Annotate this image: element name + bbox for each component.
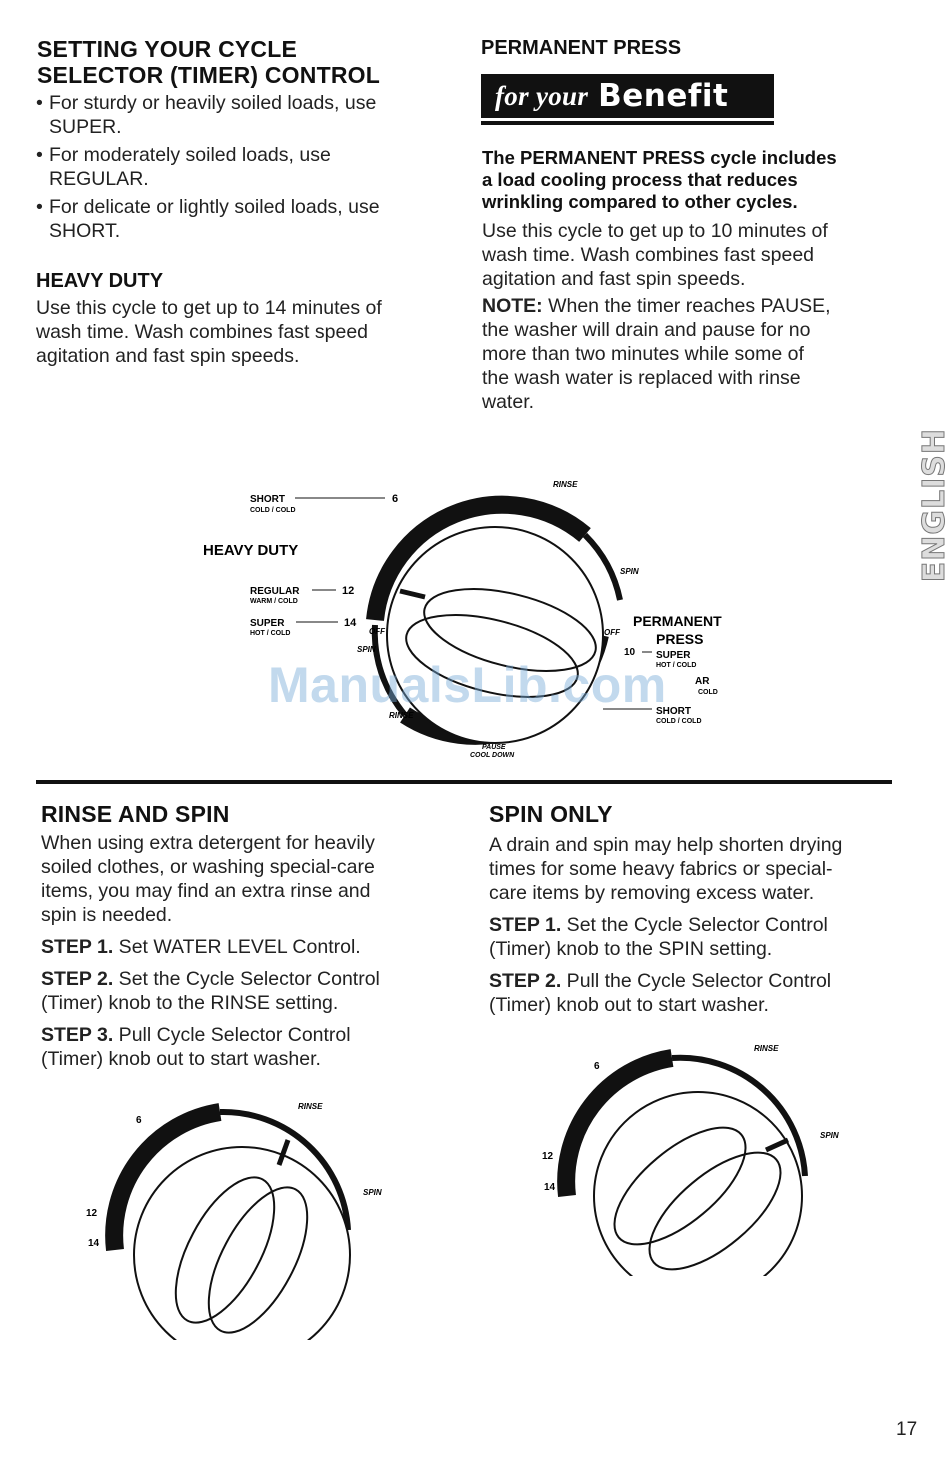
section-divider: [36, 780, 892, 784]
label-num-6: 6: [392, 493, 398, 505]
dial-arc-rinse-spin: [582, 532, 623, 601]
label-spin-left: SPIN: [357, 645, 376, 654]
label-rinse-top: RINSE: [553, 480, 578, 489]
label-short: SHORT: [250, 494, 285, 505]
rinse-step-3: STEP 3. Pull Cycle Selector Control (Tim…: [41, 1024, 351, 1070]
heavy-duty-paragraph: Use this cycle to get up to 14 minutes o…: [36, 297, 382, 367]
label-num-12: 12: [342, 585, 354, 597]
spin-label-rinse: RINSE: [754, 1044, 779, 1053]
rinse-step-2: STEP 2. Set the Cycle Selector Control (…: [41, 968, 380, 1014]
cycle-selector-section: SETTING YOUR CYCLE SELECTOR (TIMER) CONT…: [37, 36, 457, 88]
rinse-label-rinse: RINSE: [298, 1102, 323, 1111]
spin-label-6: 6: [594, 1061, 600, 1072]
rinse-dial-knob: [133, 1146, 351, 1340]
spin-dial-arc-rest: [671, 1054, 808, 1177]
rinse-knob-pointer: [276, 1139, 291, 1166]
label-num-10: 10: [624, 647, 636, 658]
label-pause: PAUSE: [482, 744, 506, 751]
dial-arc-wash: [366, 495, 591, 621]
label-pp-super: SUPER: [656, 650, 691, 661]
for-your-benefit-banner: for your Benefit: [481, 74, 774, 121]
rinse-label-12: 12: [86, 1208, 98, 1219]
knob-grip-lower: [405, 614, 579, 698]
spin-label-12: 12: [542, 1151, 554, 1162]
benefit-big-text: Benefit: [598, 78, 729, 114]
spin-timer-dial-diagram: 6 12 14 RINSE SPIN: [542, 1044, 839, 1276]
rinse-label-14: 14: [88, 1238, 100, 1249]
knob-pointer: [399, 588, 426, 600]
spin-dial-arc-wash: [557, 1049, 674, 1198]
rinse-spin-content: When using extra detergent for heavily s…: [41, 831, 461, 1079]
label-super-temp: HOT / COLD: [250, 630, 290, 637]
spin-label-14: 14: [544, 1182, 556, 1193]
rinse-step-1: STEP 1. Set WATER LEVEL Control.: [41, 936, 361, 958]
rinse-spin-heading: RINSE AND SPIN: [41, 801, 230, 827]
label-pp-super-temp: HOT / COLD: [656, 662, 696, 669]
spin-only-heading: SPIN ONLY: [489, 801, 613, 827]
language-side-tab: ENGLISH: [916, 392, 950, 618]
label-short-temp: COLD / COLD: [250, 507, 296, 514]
permanent-press-body: Use this cycle to get up to 10 minutes o…: [482, 220, 828, 290]
note-label: NOTE:: [482, 295, 543, 317]
side-tab-text: ENGLISH: [916, 427, 950, 583]
spin-knob-pointer: [764, 1137, 790, 1153]
label-pp-short: SHORT: [656, 706, 691, 717]
label-spin-right: SPIN: [620, 567, 639, 576]
permanent-press-heading: PERMANENT PRESS: [481, 37, 682, 59]
spin-step-2: STEP 2. Pull the Cycle Selector Control …: [489, 970, 832, 1016]
dial-arc-left-lower: [371, 624, 408, 717]
label-rinse-left: RINSE: [389, 711, 414, 720]
dial-knob: [386, 526, 604, 744]
rinse-label-6: 6: [136, 1115, 142, 1126]
label-permanent: PERMANENT: [633, 613, 722, 629]
spin-dial-knob: [593, 1091, 803, 1276]
knob-grip-upper: [423, 588, 597, 672]
cycle-selector-title-line1: SETTING YOUR CYCLE: [37, 36, 298, 62]
rinse-label-spin: SPIN: [363, 1188, 382, 1197]
rinse-knob-grip-left: [174, 1176, 276, 1324]
heavy-duty-heading: HEAVY DUTY: [36, 270, 164, 292]
page-number: 17: [896, 1419, 918, 1440]
label-num-14: 14: [344, 617, 357, 629]
label-heavy-duty: HEAVY DUTY: [203, 542, 298, 559]
rinse-knob-grip-right: [207, 1186, 309, 1334]
permanent-press-lead: The PERMANENT PRESS cycle includes a loa…: [482, 147, 837, 212]
label-off-right: OFF: [604, 628, 621, 637]
label-pp-short-temp: COLD / COLD: [656, 718, 702, 725]
label-super: SUPER: [250, 618, 285, 629]
spin-only-content: A drain and spin may help shorten drying…: [489, 833, 909, 1025]
spin-label-spin: SPIN: [820, 1131, 839, 1140]
rinse-timer-dial-diagram: 6 12 14 RINSE SPIN: [86, 1102, 382, 1340]
cycle-selector-title-line2: SELECTOR (TIMER) CONTROL: [37, 62, 380, 88]
label-pp-regular-temp: COLD: [698, 689, 718, 696]
spin-knob-grip-right: [648, 1151, 782, 1271]
benefit-italic-text: for your: [495, 80, 589, 111]
label-regular-temp: WARM / COLD: [250, 598, 298, 605]
rinse-dial-arc-wash: [105, 1103, 222, 1252]
spin-step-1: STEP 1. Set the Cycle Selector Control (…: [489, 914, 828, 960]
label-press: PRESS: [656, 631, 703, 647]
label-pp-regular: AR: [695, 676, 710, 687]
rinse-dial-arc-rest: [219, 1108, 351, 1231]
spin-knob-grip-left: [613, 1126, 747, 1246]
label-off-left: OFF: [369, 627, 386, 636]
bullet-item-short: For delicate or lightly soiled loads, us…: [36, 195, 456, 243]
bullet-item-super: For sturdy or heavily soiled loads, useS…: [36, 91, 456, 139]
permanent-press-note: NOTE: When the timer reaches PAUSE, the …: [482, 295, 831, 413]
cycle-selector-bullets: For sturdy or heavily soiled loads, useS…: [36, 91, 456, 247]
label-regular: REGULAR: [250, 586, 300, 597]
label-cool-down: COOL DOWN: [470, 752, 515, 759]
main-timer-dial-diagram: SHORT COLD / COLD 6 HEAVY DUTY REGULAR W…: [203, 480, 722, 759]
